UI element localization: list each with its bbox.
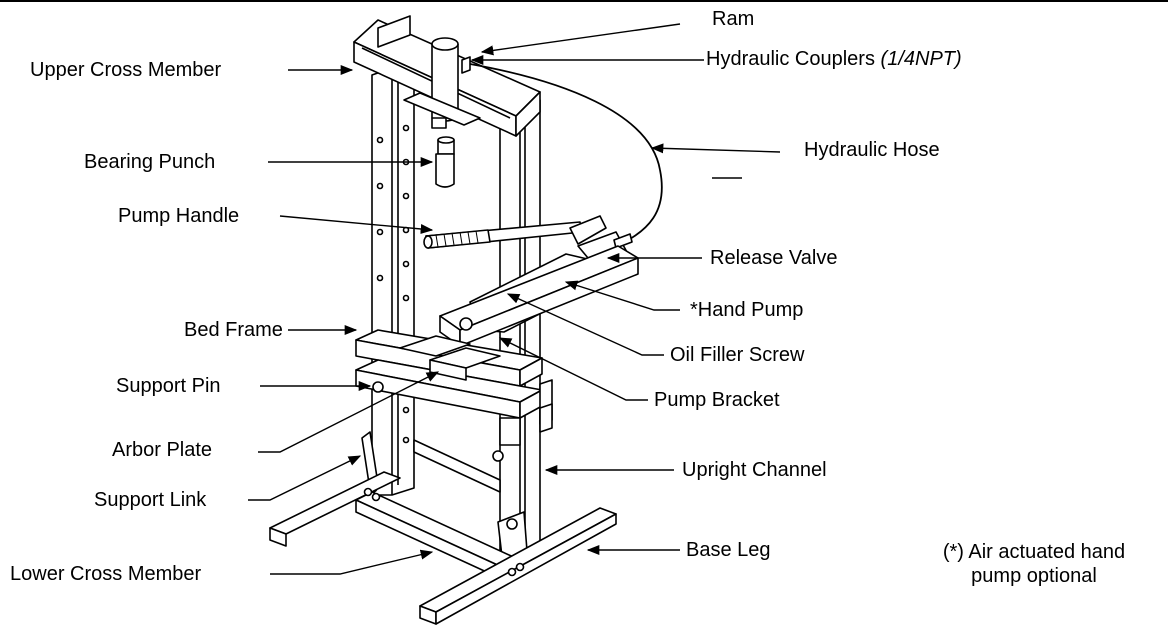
label-bearing-punch: Bearing Punch (84, 151, 216, 173)
leader-lines (248, 23, 781, 575)
leader-arbor-plate (258, 371, 440, 453)
label-hydraulic-couplers-text: Hydraulic Couplers (706, 48, 875, 70)
label-pump-handle: Pump Handle (118, 205, 240, 227)
leader-oil-filler-screw (506, 293, 664, 356)
leader-hand-pump (564, 280, 680, 311)
label-base-leg: Base Leg (686, 539, 771, 561)
punch-holder (403, 92, 481, 129)
leader-hydraulic-hose (650, 143, 781, 154)
left-upright-channel (371, 67, 415, 496)
air-pump-note-line2: pump optional (971, 565, 1097, 587)
hydraulic-hose-line (469, 63, 663, 249)
upright-holes (376, 124, 410, 444)
label-bed-frame: Bed Frame (184, 319, 283, 341)
base-leg-right (419, 507, 617, 625)
label-pump-bracket: Pump Bracket (654, 389, 780, 411)
top-border-line (0, 0, 1168, 2)
label-lower-cross-member: Lower Cross Member (10, 563, 202, 585)
label-hydraulic-couplers-spec: (1/4NPT) (880, 48, 962, 70)
leader-pump-handle (279, 215, 434, 234)
base-leg-left (269, 471, 401, 547)
pump-bracket-part (439, 245, 639, 347)
pump-handle-part (423, 215, 607, 249)
air-pump-note: (*) Air actuated hand pump optional (900, 540, 1168, 588)
label-upright-channel: Upright Channel (682, 459, 827, 481)
label-hand-pump: *Hand Pump (690, 299, 804, 321)
leader-lower-cross-member (270, 549, 434, 575)
right-upright-channel (499, 99, 541, 569)
label-hydraulic-hose: Hydraulic Hose (804, 139, 940, 161)
leader-support-link (248, 455, 362, 501)
leader-pump-bracket (498, 337, 648, 401)
label-support-link: Support Link (94, 489, 207, 511)
label-release-valve: Release Valve (710, 247, 838, 269)
leader-ram (480, 23, 681, 56)
label-upper-cross-member: Upper Cross Member (30, 59, 222, 81)
bearing-punch-part (435, 136, 455, 188)
label-support-pin: Support Pin (116, 375, 221, 397)
air-pump-note-line1: (*) Air actuated hand (942, 541, 1126, 563)
label-oil-filler-screw: Oil Filler Screw (670, 344, 805, 366)
label-hydraulic-couplers: Hydraulic Couplers (1/4NPT) (706, 48, 962, 70)
arbor-plate-part (399, 335, 501, 381)
press-frame-drawing (269, 15, 663, 625)
label-arbor-plate: Arbor Plate (112, 439, 213, 461)
label-ram: Ram (712, 8, 755, 30)
